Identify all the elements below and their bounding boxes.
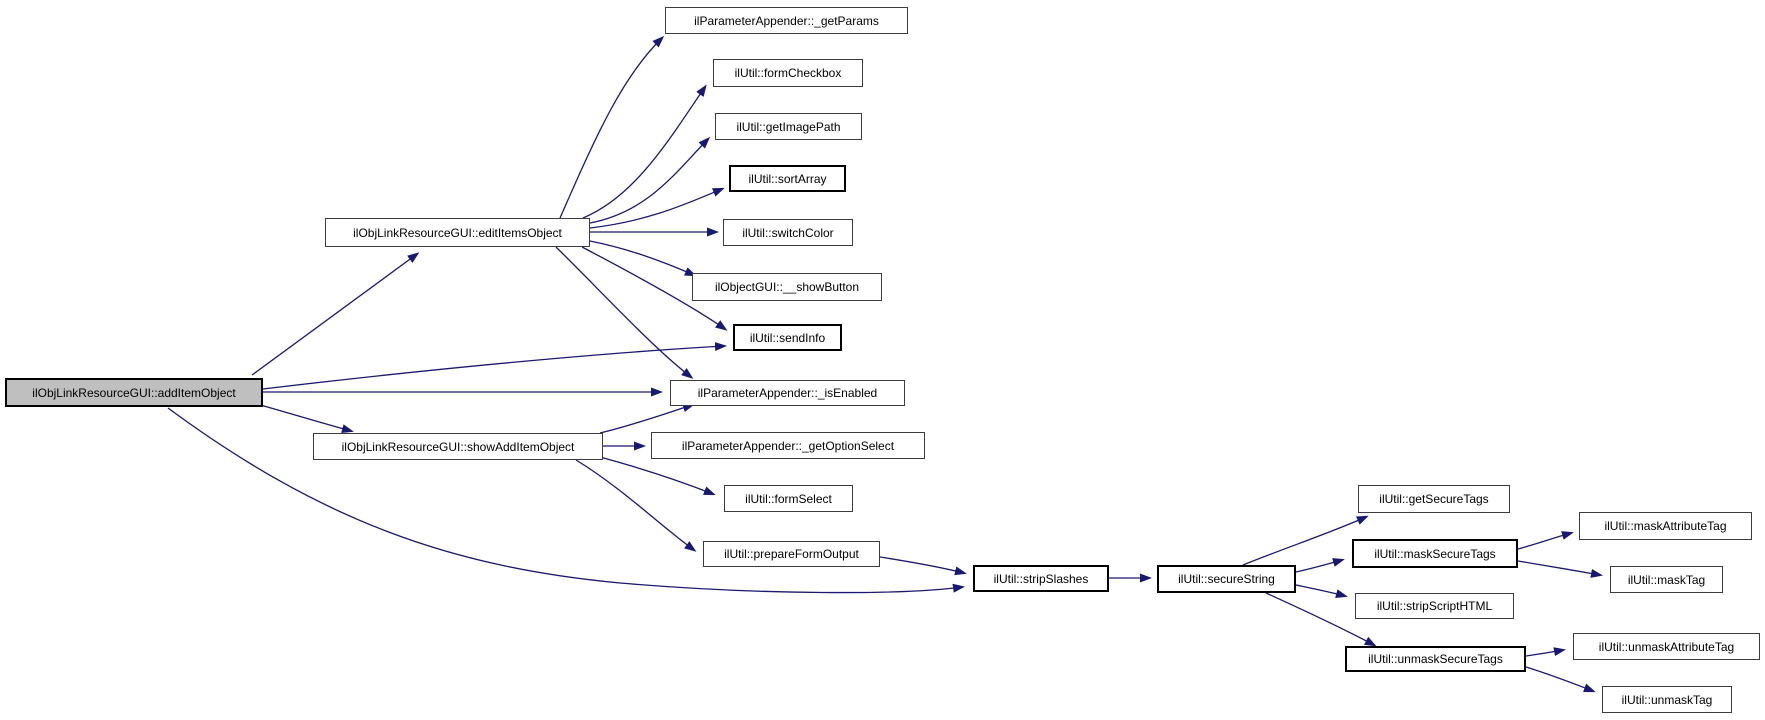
edge-editItemsObject-getImagePath (589, 136, 711, 224)
node-stripScriptHTML[interactable]: ilUtil::stripScriptHTML (1355, 593, 1514, 619)
edge-secureString-maskSecureTags (1295, 558, 1345, 573)
node-maskAttributeTag[interactable]: ilUtil::maskAttributeTag (1579, 512, 1752, 540)
edge-showAddItemObject-isEnabled (599, 403, 695, 434)
node-showAddItemObject[interactable]: ilObjLinkResourceGUI::showAddItemObject (313, 433, 603, 460)
node-formCheckbox[interactable]: ilUtil::formCheckbox (713, 59, 863, 87)
node-editItemsObject[interactable]: ilObjLinkResourceGUI::editItemsObject (325, 218, 590, 247)
node-switchColor[interactable]: ilUtil::switchColor (723, 219, 853, 246)
node-isEnabled[interactable]: ilParameterAppender::_isEnabled (670, 380, 905, 406)
edge-unmaskSecureTags-unmaskAttributeTag (1525, 647, 1566, 657)
edge-secureString-getSecureTags (1242, 515, 1369, 566)
edge-secureString-stripScriptHTML (1295, 584, 1348, 599)
node-addItemObject: ilObjLinkResourceGUI::addItemObject (5, 378, 263, 407)
node-sortArray[interactable]: ilUtil::sortArray (729, 165, 846, 192)
node-getImagePath[interactable]: ilUtil::getImagePath (715, 113, 862, 140)
edge-unmaskSecureTags-unmaskTag (1525, 666, 1596, 693)
node-sendInfo[interactable]: ilUtil::sendInfo (733, 324, 842, 351)
node-prepareFormOutput[interactable]: ilUtil::prepareFormOutput (703, 541, 880, 567)
edge-editItemsObject-sendInfo (581, 246, 728, 331)
node-unmaskTag[interactable]: ilUtil::unmaskTag (1602, 686, 1732, 713)
edge-addItemObject-stripSlashes (167, 407, 965, 594)
edge-maskSecureTags-maskTag (1517, 560, 1603, 578)
edge-prepareFormOutput-stripSlashes (879, 556, 967, 576)
node-getOptionSelect[interactable]: ilParameterAppender::_getOptionSelect (651, 432, 925, 459)
node-unmaskSecureTags[interactable]: ilUtil::unmaskSecureTags (1345, 646, 1526, 672)
edge-addItemObject-editItemsObject (251, 252, 420, 376)
edge-secureString-unmaskSecureTags (1265, 592, 1377, 647)
node-maskTag[interactable]: ilUtil::maskTag (1610, 566, 1723, 593)
node-stripSlashes[interactable]: ilUtil::stripSlashes (973, 565, 1109, 592)
edge-addItemObject-showAddItemObject (256, 403, 354, 433)
node-maskSecureTags[interactable]: ilUtil::maskSecureTags (1352, 539, 1518, 568)
node-formSelect[interactable]: ilUtil::formSelect (724, 485, 853, 512)
node-showButton[interactable]: ilObjectGUI::__showButton (692, 273, 882, 301)
edge-showAddItemObject-formSelect (599, 456, 716, 496)
edge-maskSecureTags-maskAttributeTag (1517, 531, 1574, 550)
node-secureString[interactable]: ilUtil::secureString (1157, 565, 1296, 593)
edge-editItemsObject-isEnabled (555, 246, 694, 379)
node-unmaskAttributeTag[interactable]: ilUtil::unmaskAttributeTag (1573, 633, 1760, 660)
node-getParams[interactable]: ilParameterAppender::_getParams (665, 7, 908, 34)
edge-editItemsObject-showButton (589, 240, 697, 277)
edge-showAddItemObject-prepareFormOutput (575, 459, 697, 552)
edge-editItemsObject-formCheckbox (582, 84, 707, 219)
node-getSecureTags[interactable]: ilUtil::getSecureTags (1358, 485, 1510, 513)
edge-editItemsObject-getParams (559, 35, 665, 219)
edge-editItemsObject-sortArray (589, 187, 725, 229)
edge-addItemObject-sendInfo (262, 342, 727, 390)
